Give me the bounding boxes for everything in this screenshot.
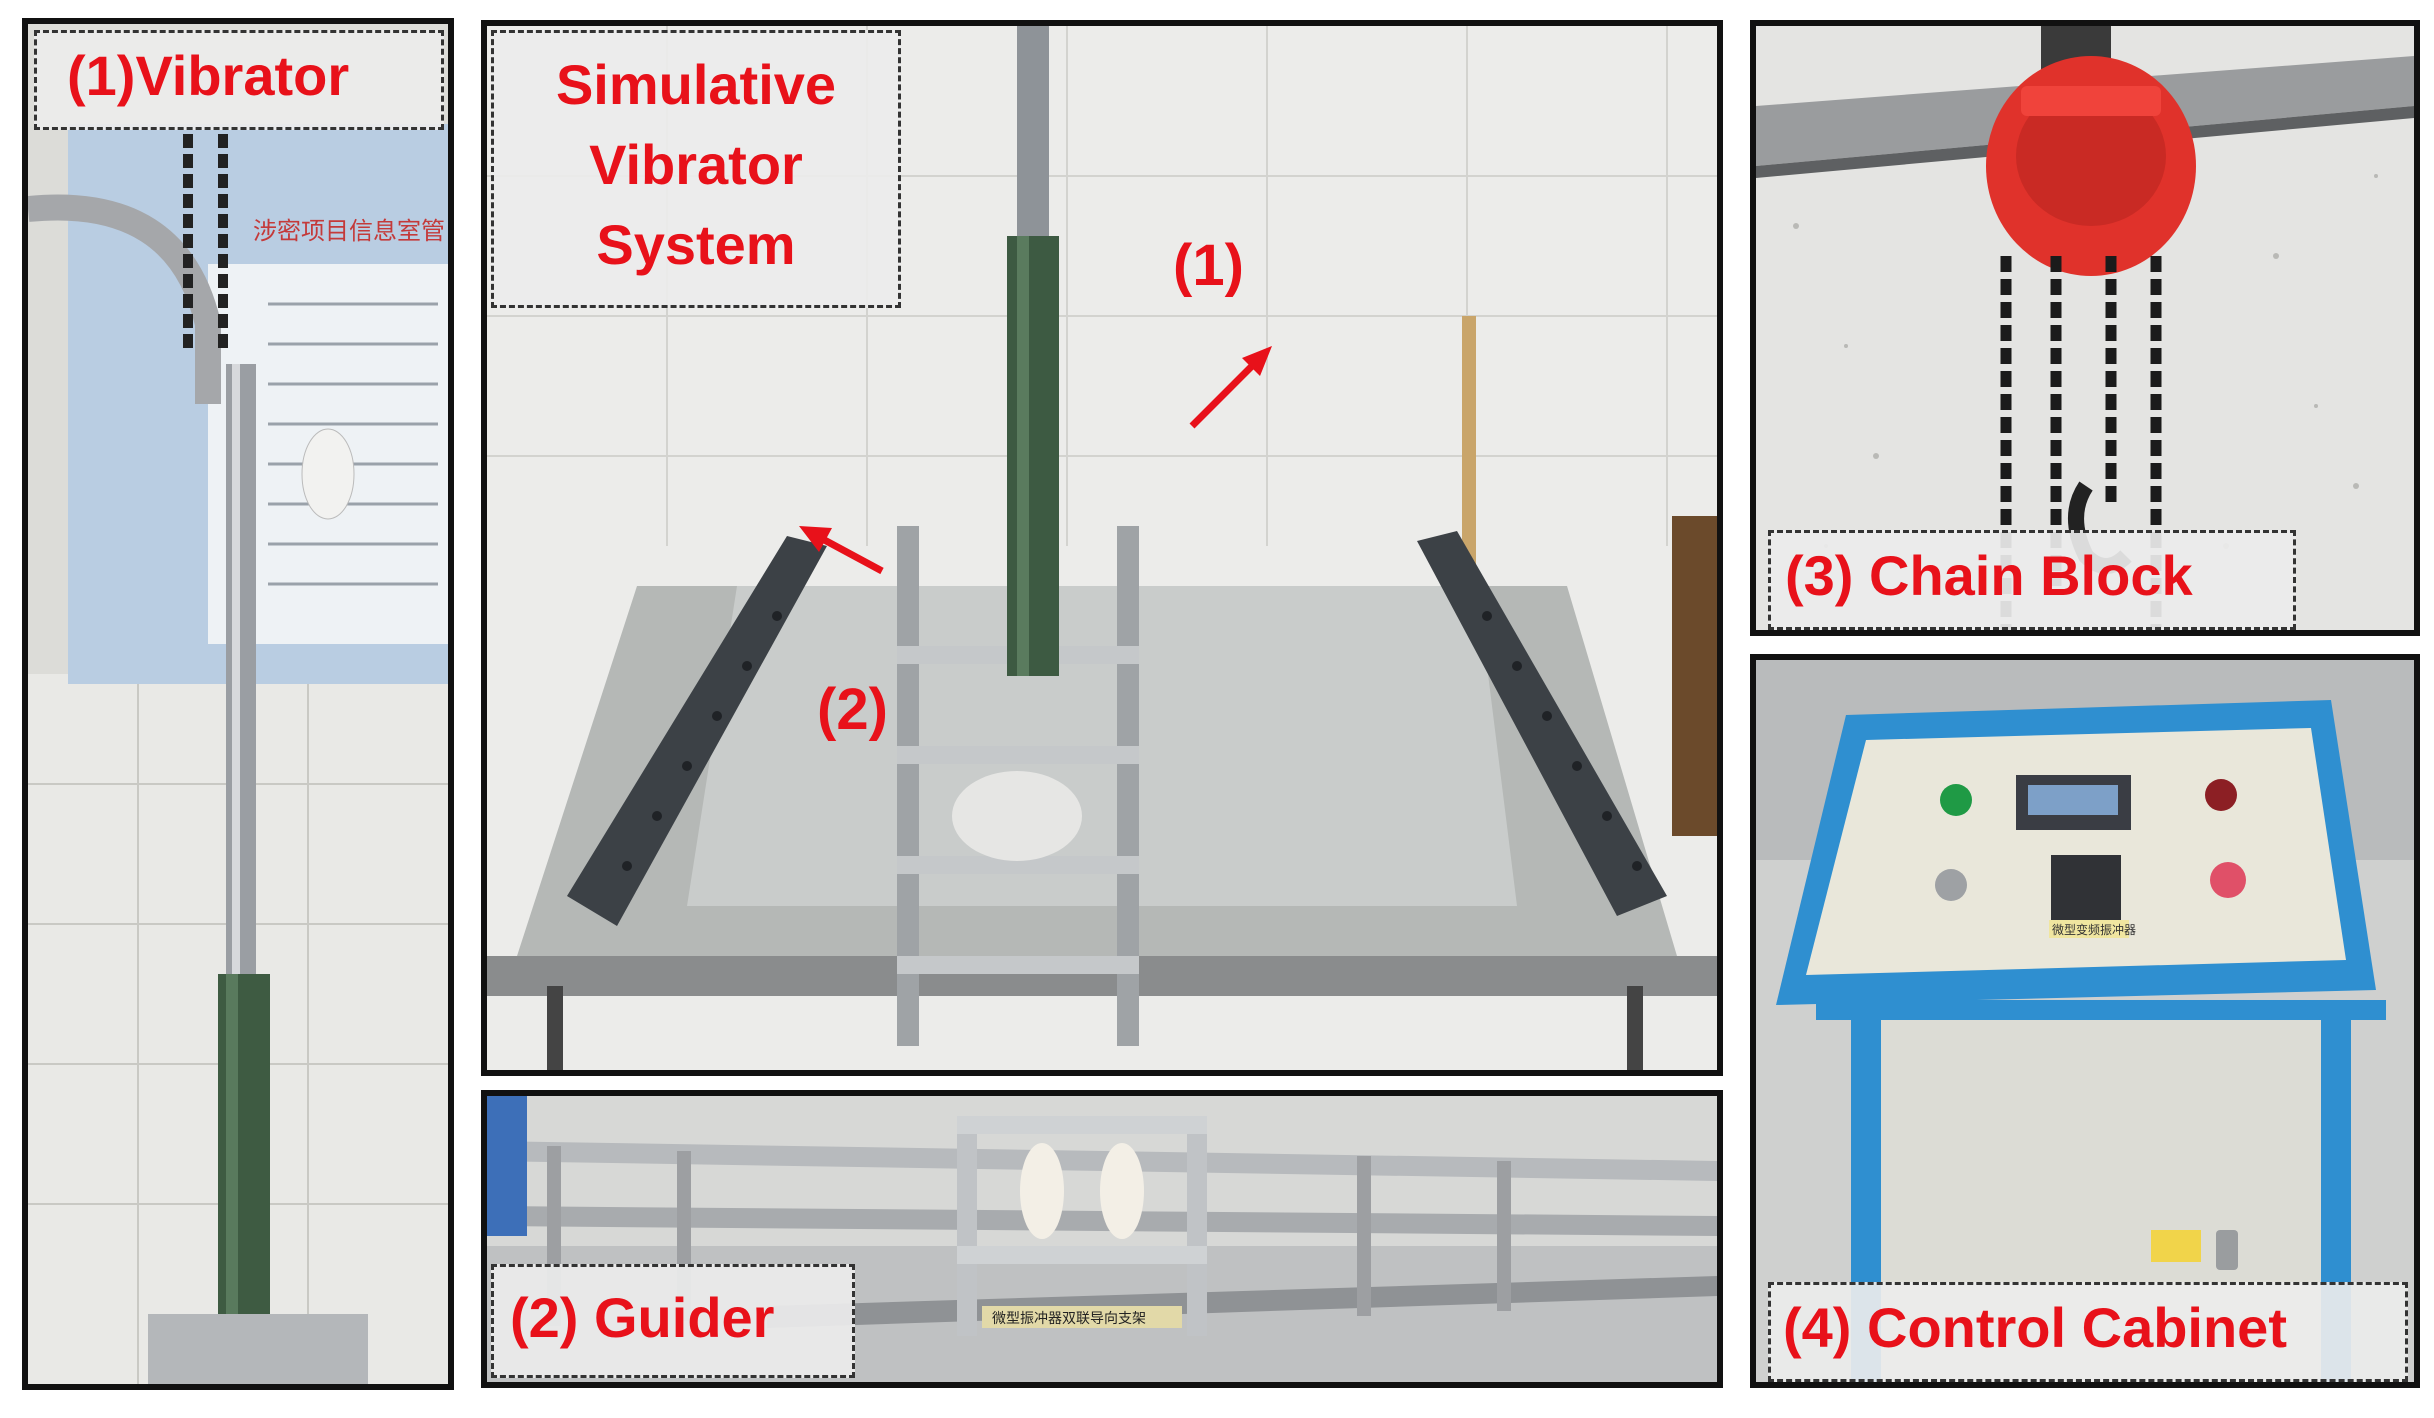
- system-title-line2: Vibrator: [589, 133, 803, 196]
- system-title-line1: Simulative: [555, 53, 837, 116]
- system-title-box: Simulative Vibrator System: [491, 30, 901, 308]
- control-cabinet-panel: 微型变频振冲器 (4) Control Cabinet: [1750, 654, 2420, 1388]
- control-cabinet-label: (4) Control Cabinet: [1768, 1282, 2408, 1382]
- vibrator-panel: 涉密项目信息室管 (1)Vibrator: [22, 18, 454, 1390]
- cabinet-plate-text: 微型变频振冲器: [2052, 922, 2136, 937]
- vibrator-photo: 涉密项目信息室管: [28, 24, 448, 1384]
- guider-panel: 微型振冲器双联导向支架 (2) Guider: [481, 1090, 1723, 1388]
- arrow-1: [1189, 358, 1260, 429]
- system-title-line3: System: [596, 213, 796, 276]
- chain-block-label: (3) Chain Block: [1768, 530, 2296, 630]
- chain-block-label-text: (3) Chain Block: [1785, 544, 2193, 607]
- vibrator-label-text: (1)Vibrator: [67, 44, 350, 107]
- marker-2: (2): [817, 677, 888, 742]
- control-cabinet-photo: 微型变频振冲器: [1756, 660, 2414, 1382]
- wall-sign-text: 涉密项目信息室管: [253, 217, 445, 245]
- rail-tag-text: 微型振冲器双联导向支架: [992, 1311, 1146, 1327]
- arrow-2: [815, 532, 884, 575]
- system-panel: Simulative Vibrator System (1) (2): [481, 20, 1723, 1076]
- chain-block-panel: (3) Chain Block: [1750, 20, 2420, 636]
- vibrator-label: (1)Vibrator: [34, 30, 444, 130]
- chain-block-photo: [1756, 26, 2414, 630]
- marker-1: (1): [1173, 233, 1244, 298]
- control-cabinet-label-text: (4) Control Cabinet: [1783, 1296, 2287, 1359]
- guider-label-text: (2) Guider: [510, 1286, 775, 1349]
- guider-label: (2) Guider: [491, 1264, 855, 1378]
